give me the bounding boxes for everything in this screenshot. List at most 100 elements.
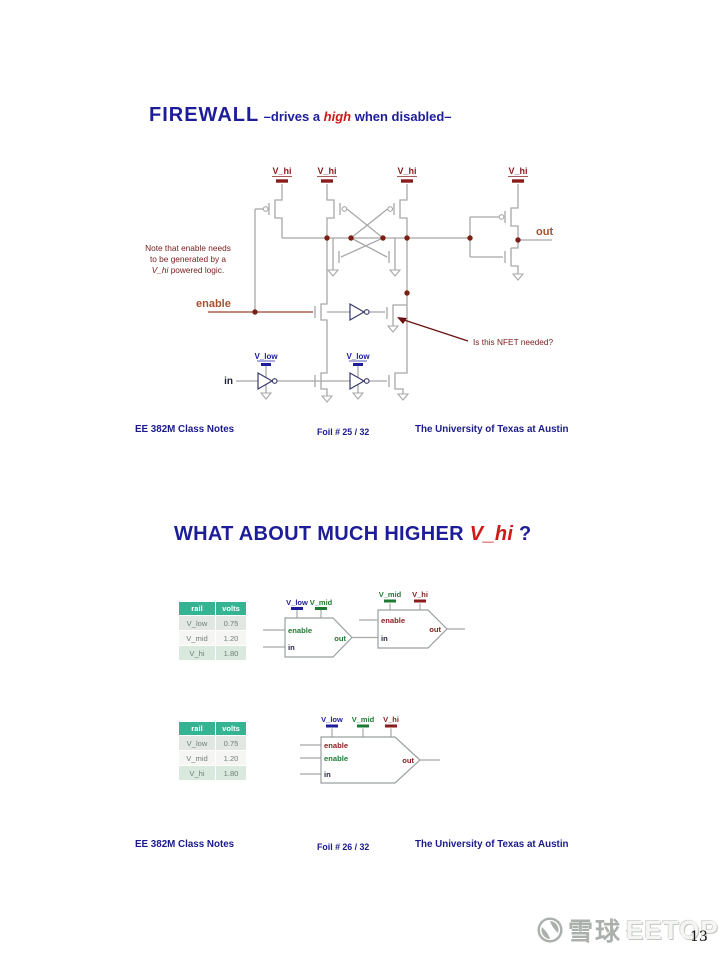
d2-vhi-label: V_hi: [383, 715, 399, 724]
table1-cell-rail: V_hi: [178, 645, 216, 661]
block1-vlow-label: V_low: [286, 598, 308, 607]
slide2-footer-foil: Foil # 26 / 32: [317, 842, 370, 852]
slide2-title-prefix: WHAT ABOUT MUCH HIGHER: [174, 523, 470, 545]
note-line-3-rest: powered logic.: [168, 265, 224, 275]
slide2-title-suffix: ?: [513, 523, 532, 545]
watermark-brand-cn: 雪球: [568, 918, 623, 946]
table-row: V_mid 1.20: [178, 750, 247, 766]
table2-cell-volts: 1.80: [215, 765, 247, 781]
note-line-3: V_hi powered logic.: [152, 265, 224, 275]
circuit-wires: [236, 184, 552, 396]
table1-cell-volts: 1.20: [215, 630, 247, 646]
vhi-label-1: V_hi: [272, 166, 291, 176]
table2-header-rail: rail: [178, 721, 216, 736]
block2-outline: [377, 609, 448, 649]
table1-cell-rail: V_mid: [178, 630, 216, 646]
note-line-3-italic: V_hi: [152, 265, 170, 275]
note-line-1: Note that enable needs: [145, 243, 231, 253]
vhi-label-2: V_hi: [317, 166, 336, 176]
table1-header-rail: rail: [178, 601, 216, 616]
vhi-supplies: V_hi V_hi V_hi V_hi: [272, 166, 528, 183]
table1-cell-volts: 1.80: [215, 645, 247, 661]
vhi-label-3: V_hi: [397, 166, 416, 176]
annotation-arrowhead: [397, 317, 407, 324]
slide1-subtitle: –drives a high when disabled–: [264, 109, 452, 124]
table2-header-volts: volts: [215, 721, 247, 736]
annotation-text: Is this NFET needed?: [473, 337, 553, 347]
d2-enable1-label: enable: [324, 741, 348, 750]
note-line-2: to be generated by a: [150, 254, 226, 264]
block2-enable-label: enable: [381, 616, 405, 625]
watermark: 雪球 · EETOP: [536, 908, 720, 952]
block2-vhi-label: V_hi: [412, 590, 428, 599]
enable-label: enable: [196, 298, 231, 310]
nfet-annotation: Is this NFET needed?: [397, 317, 553, 347]
combined-block-outline: [320, 736, 421, 784]
vhi-supply-bars: [272, 176, 528, 183]
page-number: 13: [690, 929, 708, 945]
table2-cell-volts: 0.75: [215, 735, 247, 751]
slide2-footer-university: The University of Texas at Austin: [415, 839, 569, 850]
slide2-footer-course: EE 382M Class Notes: [135, 839, 235, 850]
in-label: in: [224, 376, 233, 387]
table2-cell-rail: V_mid: [178, 750, 216, 766]
slide1-subtitle-suffix: when disabled–: [351, 109, 452, 124]
slide1-footer-course: EE 382M Class Notes: [135, 424, 235, 435]
diagram1-blocks: [284, 609, 448, 658]
table2-cell-volts: 1.20: [215, 750, 247, 766]
inverter-bubbles: [271, 309, 370, 384]
d2-enable2-label: enable: [324, 754, 348, 763]
table1-header-volts: volts: [215, 601, 247, 616]
vlow-supply-bars: [257, 360, 367, 366]
junction-dots: [252, 235, 521, 315]
annotation-arrow-line: [400, 318, 469, 342]
inverter-triangles: [257, 302, 366, 391]
table-row: V_hi 1.80: [178, 765, 247, 781]
table-row: V_low 0.75: [178, 615, 247, 631]
slide1-footer-university: The University of Texas at Austin: [415, 424, 569, 435]
vlow-label-1: V_low: [254, 352, 278, 361]
block1-outline: [284, 617, 353, 658]
slide1-title-main: FIREWALL: [149, 104, 260, 126]
table-row: V_mid 1.20: [178, 630, 247, 646]
watermark-brand-en: EETOP: [626, 914, 719, 945]
level-shifter-chain-diagram: V_low V_mid V_mid V_hi enable in out ena…: [263, 590, 465, 658]
d2-in-label: in: [324, 770, 331, 779]
block1-out-label: out: [334, 634, 346, 643]
block2-out-label: out: [429, 625, 441, 634]
slide2-title-highlight: V_hi: [469, 523, 514, 545]
table1-cell-volts: 0.75: [215, 615, 247, 631]
d2-vlow-label: V_low: [321, 715, 343, 724]
rail-voltage-table-2: rail volts V_low 0.75 V_mid 1.20 V_hi 1.…: [178, 721, 247, 781]
pmos-gate-bubbles: [262, 206, 505, 220]
table2-cell-rail: V_hi: [178, 765, 216, 781]
d2-vmid-label: V_mid: [352, 715, 375, 724]
out-label: out: [536, 226, 553, 238]
block2-in-label: in: [381, 634, 388, 643]
table1-cell-rail: V_low: [178, 615, 216, 631]
table-row: V_hi 1.80: [178, 645, 247, 661]
vlow-label-2: V_low: [346, 352, 370, 361]
firewall-circuit-schematic: V_hi V_hi V_hi V_hi V_low V_low Note tha…: [145, 166, 553, 403]
slide2-title: WHAT ABOUT MUCH HIGHER V_hi ?: [174, 523, 532, 546]
slide1-subtitle-highlight: high: [323, 109, 352, 124]
vlow-supplies: V_low V_low: [254, 352, 370, 366]
table2-cell-rail: V_low: [178, 735, 216, 751]
combined-firewall-block-diagram: V_low V_mid V_hi enable enable in out: [300, 715, 440, 784]
diagram2-wires: [300, 728, 440, 775]
table-row: V_low 0.75: [178, 735, 247, 751]
xueqiu-logo-icon: [537, 917, 563, 943]
block1-enable-label: enable: [288, 626, 312, 635]
slide1-footer-foil: Foil # 25 / 32: [317, 427, 370, 437]
slide1-title: FIREWALL –drives a high when disabled–: [149, 104, 452, 127]
block2-vmid-label: V_mid: [379, 590, 402, 599]
note-text: Note that enable needs to be generated b…: [145, 243, 231, 275]
watermark-separator: ·: [624, 919, 631, 940]
d2-out-label: out: [402, 756, 414, 765]
slide1-subtitle-prefix: –drives a: [263, 109, 324, 124]
rail-voltage-table-1: rail volts V_low 0.75 V_mid 1.20 V_hi 1.…: [178, 601, 247, 661]
vhi-label-4: V_hi: [508, 166, 527, 176]
ground-symbols: [259, 269, 525, 403]
block1-vmid-label: V_mid: [310, 598, 333, 607]
block1-in-label: in: [288, 643, 295, 652]
